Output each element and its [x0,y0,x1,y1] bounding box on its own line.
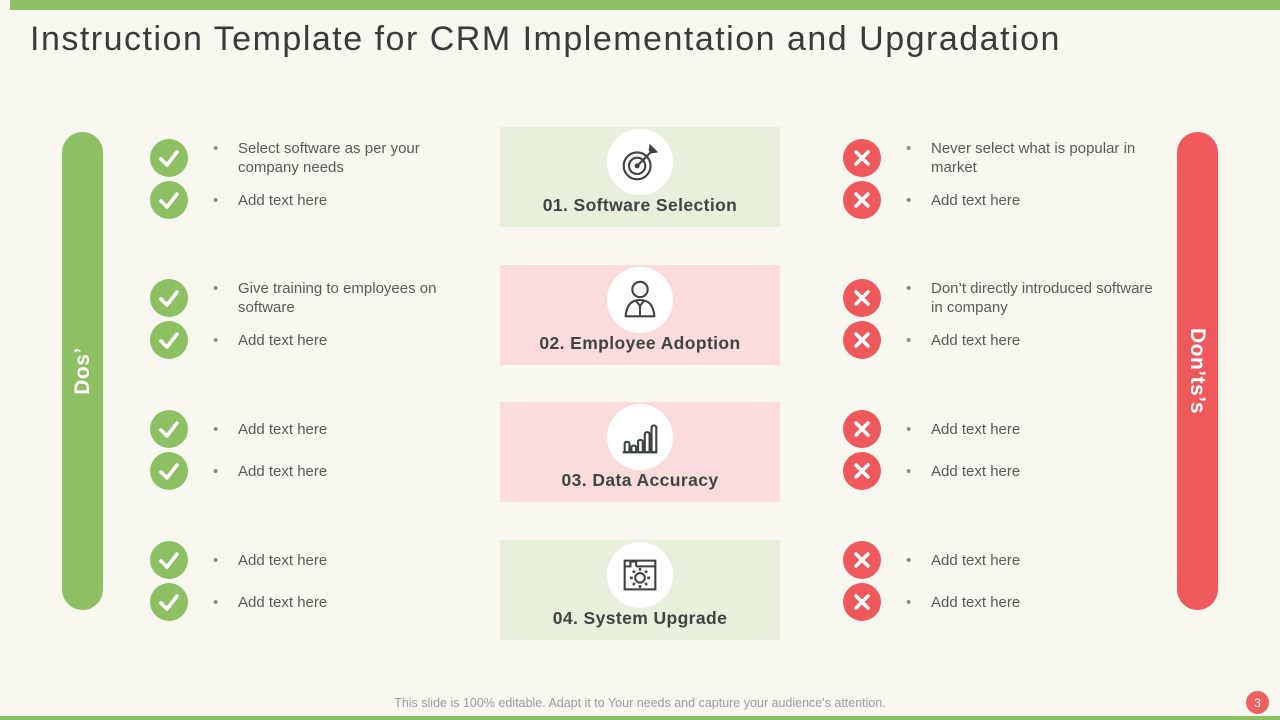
dos-item-text: Give training to employees on software [206,279,464,317]
cross-icon [843,139,881,177]
dos-item-text: Add text here [206,593,464,612]
cross-icon [843,410,881,448]
donts-item-text: Never select what is popular in market [899,139,1157,177]
dos-pill-label: Dos’ [70,347,94,395]
donts-item: Don’t directly introduced software in co… [843,277,1183,319]
donts-item: Add text here [843,319,1183,361]
donts-item: Add text here [843,408,1183,450]
dos-pill: Dos’ [62,132,103,610]
donts-row-2: Don’t directly introduced software in co… [843,277,1183,361]
bottom-accent-strip [0,716,1280,720]
top-accent-strip [10,0,1280,10]
cross-icon [843,541,881,579]
dos-item-text: Add text here [206,191,464,210]
donts-row-4: Add text here Add text here [843,539,1183,623]
person-icon [607,267,673,333]
dos-item: Select software as per your company need… [150,137,490,179]
donts-row-3: Add text here Add text here [843,408,1183,492]
check-icon [150,541,188,579]
cross-icon [843,181,881,219]
donts-item: Add text here [843,179,1183,221]
donts-item-text: Don’t directly introduced software in co… [899,279,1157,317]
bar-chart-icon [607,404,673,470]
footer-note: This slide is 100% editable. Adapt it to… [394,696,886,710]
step-label: 03. Data Accuracy [561,470,719,490]
check-icon [150,583,188,621]
dos-item-text: Add text here [206,551,464,570]
page-number-badge: 3 [1246,691,1269,714]
check-icon [150,139,188,177]
cross-icon [843,279,881,317]
dos-row-2: Give training to employees on software A… [150,277,490,361]
check-icon [150,321,188,359]
check-icon [150,410,188,448]
check-icon [150,279,188,317]
dos-item: Add text here [150,179,490,221]
step-box-software-selection: 01. Software Selection [500,127,780,227]
donts-pill: Don’ts’s [1177,132,1218,610]
donts-item-text: Add text here [899,420,1157,439]
dos-item: Add text here [150,539,490,581]
dos-row-1: Select software as per your company need… [150,137,490,221]
step-box-employee-adoption: 02. Employee Adoption [500,265,780,365]
cross-icon [843,452,881,490]
donts-item-text: Add text here [899,331,1157,350]
donts-item-text: Add text here [899,462,1157,481]
check-icon [150,452,188,490]
donts-item: Add text here [843,450,1183,492]
step-label: 02. Employee Adoption [539,333,741,353]
dos-item: Add text here [150,408,490,450]
donts-item-text: Add text here [899,593,1157,612]
dos-item: Add text here [150,319,490,361]
step-box-data-accuracy: 03. Data Accuracy [500,402,780,502]
donts-item: Add text here [843,539,1183,581]
donts-item-text: Add text here [899,551,1157,570]
step-box-system-upgrade: 04. System Upgrade [500,540,780,640]
donts-item: Never select what is popular in market [843,137,1183,179]
step-label: 04. System Upgrade [552,608,728,628]
donts-pill-label: Don’ts’s [1186,327,1210,415]
dos-item-text: Select software as per your company need… [206,139,464,177]
donts-item-text: Add text here [899,191,1157,210]
dos-item-text: Add text here [206,331,464,350]
dos-row-3: Add text here Add text here [150,408,490,492]
donts-item: Add text here [843,581,1183,623]
target-dart-icon [607,129,673,195]
step-label: 01. Software Selection [542,195,738,215]
cross-icon [843,321,881,359]
dos-item-text: Add text here [206,462,464,481]
dos-item-text: Add text here [206,420,464,439]
page-title: Instruction Template for CRM Implementat… [30,20,1061,58]
donts-row-1: Never select what is popular in market A… [843,137,1183,221]
dos-item: Give training to employees on software [150,277,490,319]
browser-gear-icon [607,542,673,608]
check-icon [150,181,188,219]
dos-item: Add text here [150,581,490,623]
dos-row-4: Add text here Add text here [150,539,490,623]
dos-item: Add text here [150,450,490,492]
cross-icon [843,583,881,621]
